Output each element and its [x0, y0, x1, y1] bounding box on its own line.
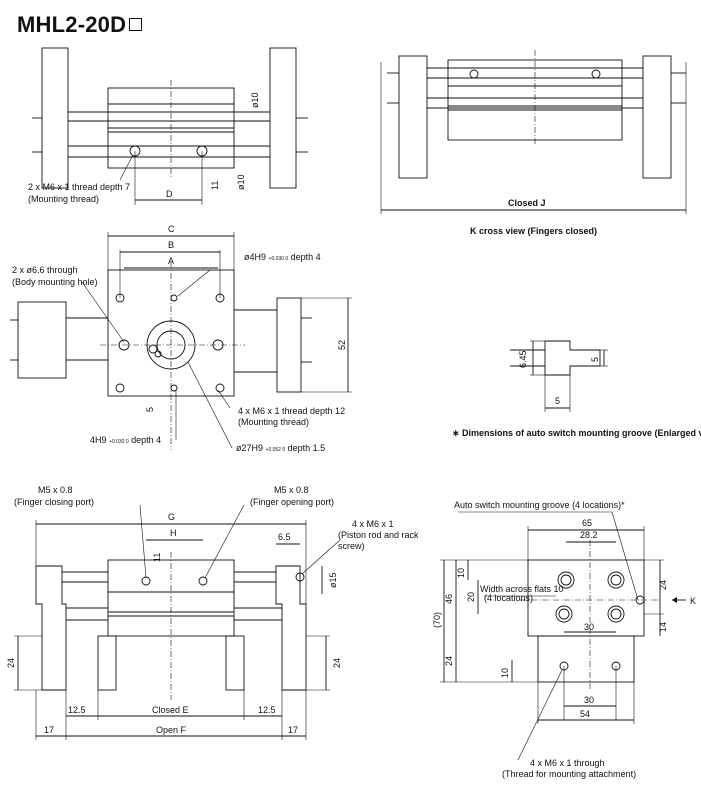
dim-11: 11 — [210, 181, 220, 190]
finger-left — [35, 565, 67, 691]
dim-5b: 5 — [555, 396, 560, 406]
square-symbol — [129, 18, 143, 31]
callout-pin-hole: ø4H9 +0.030 0 depth 4 — [244, 252, 321, 262]
dim-dia-bottom: ø10 — [236, 174, 246, 190]
flats-note-sub: (4 locations) — [484, 593, 533, 603]
dim-24-left: 24 — [444, 656, 454, 666]
dim-54: 54 — [580, 709, 590, 719]
dim-65: 65 — [582, 518, 592, 528]
rod-thread: 4 x M6 x 1 — [352, 519, 394, 529]
port-close: M5 x 0.8 — [38, 485, 73, 495]
groove-note: ∗ Dimensions of auto switch mounting gro… — [452, 428, 701, 438]
dim-24-right: 24 — [658, 580, 668, 590]
dim-6-45: 6.45 — [518, 350, 528, 368]
callout-through-thread-sub: (Thread for mounting attachment) — [502, 769, 636, 779]
dim-g: G — [168, 512, 175, 522]
dim-d: D — [166, 189, 173, 199]
body-lower — [537, 635, 635, 683]
dim-24-left: 24 — [6, 658, 16, 668]
callout-mount-thread: 2 x M6 x 1 thread depth 7 — [28, 182, 130, 192]
bottom-left-view: G H 11 6.5 ø15 M5 x 0.8 (Finger closing … — [6, 485, 419, 740]
dim-28-2: 28.2 — [580, 530, 598, 540]
dim-10-top: 10 — [456, 568, 466, 578]
callout-thread-12: 4 x M6 x 1 thread depth 12 — [238, 406, 345, 416]
rod-thread-sub: (Piston rod and rack — [338, 530, 419, 540]
port-open: M5 x 0.8 — [274, 485, 309, 495]
callout-bore: ø27H9 +0.052 0 depth 1.5 — [236, 443, 325, 453]
dim-closed-j: Closed J — [508, 198, 546, 208]
finger-right — [642, 55, 672, 179]
callout-through-hole: 2 x ø6.6 through — [12, 265, 78, 275]
dim-b: B — [168, 240, 174, 250]
dim-10-bottom: 10 — [500, 668, 510, 678]
dim-open-f: Open F — [156, 725, 187, 735]
dim-52: 52 — [337, 340, 347, 350]
finger-right — [276, 297, 302, 393]
dim-a: A — [168, 256, 174, 266]
finger-left — [398, 55, 428, 179]
dim-20: 20 — [466, 592, 476, 602]
dim-dia-top: ø10 — [250, 92, 260, 108]
dim-17-left: 17 — [44, 725, 54, 735]
groove-enlarged-view: 6.45 5 5 ∗ Dimensions of auto switch mou… — [452, 340, 701, 438]
top-left-view: D ø10 ø10 11 2 x M6 x 1 thread depth 7 (… — [28, 47, 308, 205]
dim-5a: 5 — [590, 357, 600, 362]
dim-24-right: 24 — [332, 658, 342, 668]
top-right-view: Closed J K cross view (Fingers closed) — [380, 50, 687, 236]
callout-mount-thread-sub: (Mounting thread) — [28, 194, 99, 204]
port-open-sub: (Finger opening port) — [250, 497, 334, 507]
finger-left — [41, 47, 69, 189]
dim-c: C — [168, 224, 175, 234]
dim-h: H — [170, 528, 177, 538]
flats-note: Width across flats 10 — [480, 584, 564, 594]
dim-5: 5 — [145, 407, 155, 412]
callout-through-thread: 4 x M6 x 1 through — [530, 758, 605, 768]
dim-dia-15: ø15 — [328, 572, 338, 588]
dim-30-bottom: 30 — [584, 695, 594, 705]
finger-right — [269, 47, 297, 189]
callout-4h9: 4H9 +0.030 0 depth 4 — [90, 435, 161, 445]
dim-closed-e: Closed E — [152, 705, 189, 715]
dim-14: 14 — [658, 622, 668, 632]
page-title: MHL2-20D — [17, 12, 143, 38]
bottom-right-view: Auto switch mounting groove (4 locations… — [432, 500, 696, 779]
caption-k-view: K cross view (Fingers closed) — [470, 226, 597, 236]
rod-thread-sub2: screw) — [338, 541, 365, 551]
dim-46: 46 — [444, 594, 454, 604]
dim-12-5-right: 12.5 — [258, 705, 276, 715]
port-close-sub: (Finger closing port) — [14, 497, 94, 507]
dim-30-top: 30 — [584, 622, 594, 632]
callout-through-hole-sub: (Body mounting hole) — [12, 277, 98, 287]
dim-6-5: 6.5 — [278, 532, 291, 542]
middle-left-view: C B A 52 5 ø4H9 +0.030 0 depth 4 2 x ø6.… — [10, 224, 352, 453]
finger-right — [275, 565, 307, 691]
groove-note-bottom: Auto switch mounting groove (4 locations… — [454, 500, 625, 510]
dim-11-bottom: 11 — [152, 553, 162, 562]
finger-left — [17, 301, 67, 379]
dim-17-right: 17 — [288, 725, 298, 735]
dim-70: (70) — [432, 612, 442, 628]
callout-thread-12-sub: (Mounting thread) — [238, 417, 309, 427]
dim-12-5-left: 12.5 — [68, 705, 86, 715]
k-arrow-label: K — [690, 596, 696, 606]
